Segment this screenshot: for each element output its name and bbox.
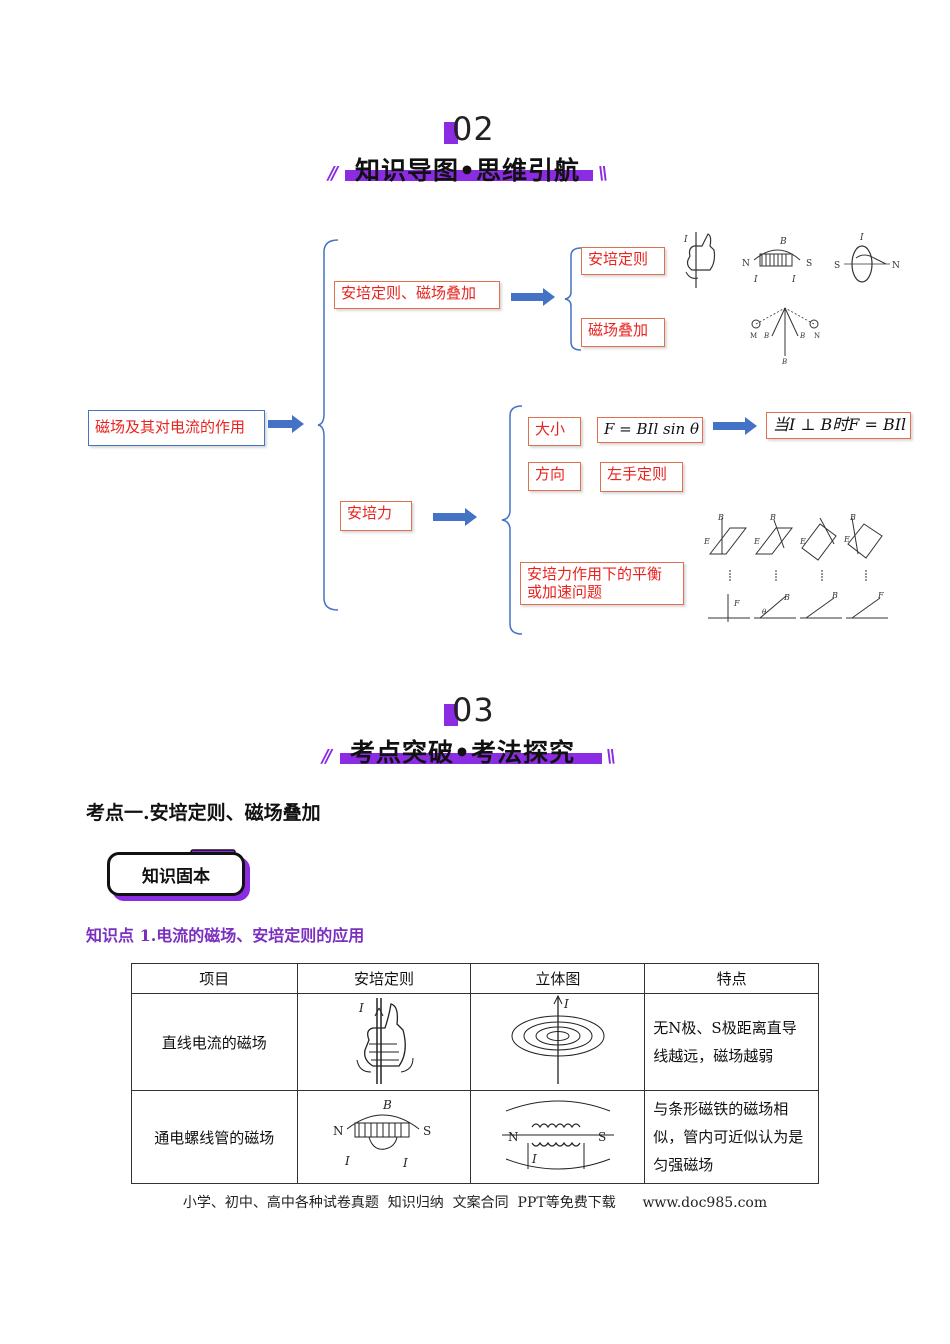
- mindmap-branch-ampere-superposition: 安培定则、磁场叠加: [334, 281, 500, 309]
- solenoid-field-figure: N S I: [501, 1100, 614, 1170]
- topic-heading: 考点一.安培定则、磁场叠加: [86, 802, 321, 824]
- mindmap-node-superposition: 磁场叠加: [581, 318, 665, 347]
- svg-text:I: I: [531, 1152, 537, 1166]
- section-number: 03: [452, 691, 495, 729]
- svg-text:E: E: [753, 537, 760, 546]
- svg-text:I: I: [859, 233, 864, 243]
- svg-text:B: B: [382, 1098, 392, 1112]
- svg-text:E: E: [703, 537, 710, 546]
- mindmap-node-magnitude: 大小: [528, 417, 581, 446]
- table-cell-feature: 无N极、S极距离直导线越远，磁场越弱: [644, 993, 819, 1091]
- incline-figures: B E B E E B E F B θ B F: [703, 514, 888, 622]
- solenoid-figure: B N S I I: [742, 237, 812, 285]
- svg-text:E: E: [843, 535, 850, 544]
- svg-text:I: I: [344, 1154, 350, 1168]
- mindmap-brace-main: [317, 239, 339, 611]
- svg-text:S: S: [834, 261, 840, 271]
- mindmap-brace-branch2: [501, 405, 523, 635]
- mindmap-brace-branch1: [564, 247, 582, 351]
- mindmap-root: 磁场及其对电流的作用: [88, 410, 265, 446]
- table-cell-item: 直线电流的磁场: [131, 993, 298, 1091]
- svg-text:B: B: [779, 237, 787, 247]
- arrow-branch2: [433, 508, 477, 526]
- mindmap-branch-ampere-force: 安培力: [340, 501, 412, 531]
- svg-text:B: B: [763, 332, 769, 340]
- section-number-accent: [444, 122, 458, 144]
- right-hand-wire-figure: I: [683, 232, 716, 288]
- svg-text:E: E: [799, 537, 806, 546]
- svg-text:N: N: [742, 259, 750, 269]
- mindmap-node-perpendicular: 当I ⊥ B时F = BIl: [766, 412, 911, 439]
- svg-text:I: I: [402, 1156, 408, 1170]
- svg-text:N: N: [333, 1124, 344, 1138]
- banner-slashes-right: \\: [598, 163, 608, 184]
- straight-wire-hand-figure: I: [356, 998, 414, 1084]
- table-header: 特点: [644, 963, 819, 994]
- knowledge-tag: 知识固本: [107, 852, 245, 896]
- page-footer: 小学、初中、高中各种试卷真题 知识归纳 文案合同 PPT等免费下载 www.do…: [182, 1195, 768, 1211]
- svg-text:B: B: [769, 514, 776, 522]
- table-cell-ampere-figure: B N S I I: [296, 1090, 472, 1184]
- table-cell-feature: 与条形磁铁的磁场相似，管内可近似认为是匀强磁场: [644, 1090, 819, 1184]
- table-header: 立体图: [470, 963, 646, 994]
- table-cell-item: 通电螺线管的磁场: [131, 1090, 298, 1184]
- svg-text:B: B: [799, 332, 805, 340]
- svg-text:F: F: [877, 591, 884, 600]
- table-cell-3d-figure: N S I: [470, 1090, 646, 1184]
- svg-text:I: I: [358, 1001, 364, 1015]
- mindmap-node-balance: 安培力作用下的平衡 或加速问题: [520, 562, 684, 605]
- mindmap-node-formula: F = BIl sin θ: [597, 417, 703, 443]
- superposition-figure: M N B B B: [750, 307, 820, 364]
- section-title: 知识导图•思维引航: [355, 156, 580, 185]
- table-header: 项目: [131, 963, 298, 994]
- ring-current-figure: I S N: [834, 233, 900, 283]
- banner-slashes-right: \\: [606, 746, 616, 767]
- svg-text:B: B: [717, 514, 724, 522]
- banner-slashes-left: //: [328, 163, 338, 184]
- arrow-formula: [713, 417, 757, 435]
- banner-slashes-left: //: [322, 746, 332, 767]
- section-number-accent: [444, 704, 458, 726]
- mindmap-node-direction: 方向: [528, 462, 581, 491]
- svg-text:F: F: [733, 599, 740, 608]
- banner-underline: [340, 753, 602, 764]
- svg-text:θ: θ: [762, 608, 767, 616]
- svg-text:S: S: [806, 259, 812, 269]
- svg-text:N: N: [814, 332, 820, 340]
- svg-text:B: B: [831, 591, 838, 600]
- concentric-field-figure: I: [511, 994, 605, 1084]
- svg-text:N: N: [892, 261, 900, 271]
- table-cell-ampere-figure: I: [296, 993, 472, 1091]
- svg-text:B: B: [849, 514, 856, 522]
- mindmap-node-left-hand-rule: 左手定则: [600, 462, 683, 492]
- table-row: 直线电流的磁场 I I 无N极: [131, 993, 819, 1091]
- solenoid-hand-figure: B N S I I: [333, 1098, 431, 1170]
- svg-text:S: S: [423, 1124, 431, 1138]
- svg-text:I: I: [563, 997, 569, 1011]
- label-I: I: [683, 235, 688, 245]
- svg-text:B: B: [781, 358, 787, 364]
- arrow-root: [268, 415, 304, 433]
- table-header-row: 项目 安培定则 立体图 特点: [131, 963, 819, 994]
- table-cell-3d-figure: I: [470, 993, 646, 1091]
- svg-text:M: M: [750, 332, 757, 340]
- arrow-branch1: [511, 288, 555, 306]
- svg-text:N: N: [508, 1130, 519, 1144]
- svg-text:I: I: [791, 275, 796, 285]
- banner-underline: [345, 170, 593, 181]
- svg-text:S: S: [598, 1130, 606, 1144]
- table-row: 通电螺线管的磁场 B N S I I: [131, 1090, 819, 1184]
- section-title: 考点突破•考法探究: [350, 738, 575, 767]
- svg-text:B: B: [783, 593, 790, 602]
- mindmap-node-ampere-rule: 安培定则: [581, 247, 665, 275]
- svg-text:I: I: [753, 275, 758, 285]
- table-header: 安培定则: [296, 963, 472, 994]
- knowledge-table: 项目 安培定则 立体图 特点 直线电流的磁场 I I: [131, 963, 819, 1184]
- knowledge-point-heading: 知识点 1.电流的磁场、安培定则的应用: [86, 926, 365, 945]
- section-number: 02: [452, 110, 495, 148]
